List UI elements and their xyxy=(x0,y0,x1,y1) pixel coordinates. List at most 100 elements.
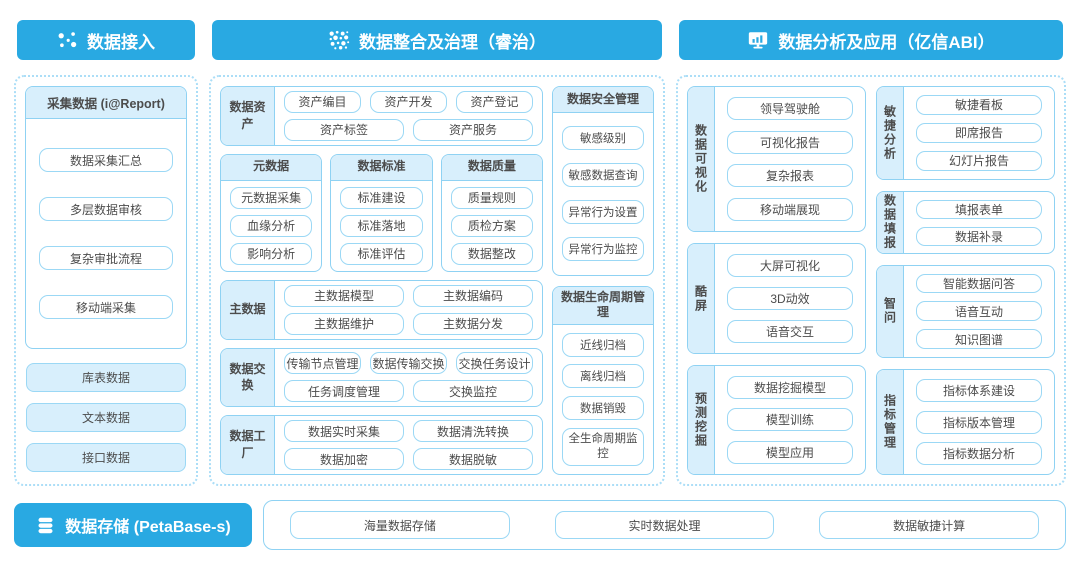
data-asset-group-body: 资产编目 资产开发 资产登记 资产标签 资产服务 xyxy=(275,87,542,145)
cool-screen-group: 酷屏 大屏可视化 3D动效 语音交互 xyxy=(687,243,866,354)
feature-button: 交换任务设计 xyxy=(456,352,533,375)
feature-button: 大屏可视化 xyxy=(727,254,853,278)
data-analysis-panel: 数据可视化 领导驾驶舱 可视化报告 复杂报表 移动端展现 酷屏 大屏可视化 3D… xyxy=(676,75,1066,486)
data-asset-group: 数据资产 资产编目 资产开发 资产登记 资产标签 资产服务 xyxy=(220,86,543,146)
dots-cluster-icon xyxy=(328,29,350,51)
feature-button: 敏捷看板 xyxy=(916,95,1042,115)
data-governance-panel: 数据资产 资产编目 资产开发 资产登记 资产标签 资产服务 xyxy=(209,75,665,486)
feature-button: 标准落地 xyxy=(340,214,423,237)
feature-button: 资产开发 xyxy=(370,90,447,113)
data-source-button: 接口数据 xyxy=(26,443,186,472)
predictive-mining-group-label: 预测挖掘 xyxy=(688,365,715,474)
feature-button: 资产标签 xyxy=(284,118,404,141)
master-data-group: 主数据 主数据模型 主数据编码 主数据维护 主数据分发 xyxy=(220,279,543,340)
data-analysis-header-label: 数据分析及应用（亿信ABI） xyxy=(778,32,995,52)
data-quality-group-label: 数据质量 xyxy=(441,154,542,181)
data-exchange-group: 数据交换 传输节点管理 数据传输交换 交换任务设计 任务调度管理 交换监控 xyxy=(220,347,543,408)
feature-button: 数据采集汇总 xyxy=(39,148,173,172)
feature-button: 领导驾驶舱 xyxy=(727,97,853,121)
data-source-button: 文本数据 xyxy=(26,403,186,432)
feature-button: 影响分析 xyxy=(230,242,313,265)
feature-button: 资产服务 xyxy=(413,118,533,141)
data-filling-group-label: 数据填报 xyxy=(877,191,904,253)
feature-button: 指标数据分析 xyxy=(916,442,1042,466)
top-section: 数据接入 采集数据 (i@Report) 数据采集汇总 多层数据审核 复杂审批流… xyxy=(14,20,1066,486)
metadata-group-label: 元数据 xyxy=(221,154,322,181)
feature-button: 智能数据问答 xyxy=(916,273,1042,294)
data-governance-header-label: 数据整合及治理（睿治） xyxy=(359,32,546,52)
feature-button: 可视化报告 xyxy=(727,130,853,154)
data-security-group-label: 数据安全管理 xyxy=(553,87,653,113)
data-lifecycle-group-label: 数据生命周期管理 xyxy=(553,286,653,325)
cool-screen-group-label: 酷屏 xyxy=(688,244,715,353)
data-access-panel: 采集数据 (i@Report) 数据采集汇总 多层数据审核 复杂审批流程 移动端… xyxy=(14,75,198,486)
network-nodes-icon xyxy=(57,30,78,51)
feature-button: 标准建设 xyxy=(340,186,423,209)
feature-button: 指标体系建设 xyxy=(916,378,1042,402)
feature-button: 指标版本管理 xyxy=(916,410,1042,434)
master-data-group-label: 主数据 xyxy=(221,280,275,339)
feature-button: 数据销毁 xyxy=(562,396,644,421)
feature-button: 质检方案 xyxy=(450,214,533,237)
data-standard-group-label: 数据标准 xyxy=(331,154,432,181)
feature-button: 质量规则 xyxy=(450,186,533,209)
data-access-column: 数据接入 采集数据 (i@Report) 数据采集汇总 多层数据审核 复杂审批流… xyxy=(14,20,198,486)
analysis-left-subcolumn: 数据可视化 领导驾驶舱 可视化报告 复杂报表 移动端展现 酷屏 大屏可视化 3D… xyxy=(687,86,866,475)
visualization-group: 数据可视化 领导驾驶舱 可视化报告 复杂报表 移动端展现 xyxy=(687,86,866,233)
ireport-group: 采集数据 (i@Report) 数据采集汇总 多层数据审核 复杂审批流程 移动端… xyxy=(25,86,187,349)
data-lifecycle-group: 数据生命周期管理 近线归档 离线归档 数据销毁 全生命周期监控 xyxy=(552,285,654,475)
feature-button: 数据清洗转换 xyxy=(413,420,533,443)
data-asset-group-label: 数据资产 xyxy=(221,87,275,145)
feature-button: 主数据分发 xyxy=(413,312,533,335)
feature-button: 复杂审批流程 xyxy=(39,246,173,270)
feature-button: 近线归档 xyxy=(562,332,644,357)
feature-button: 交换监控 xyxy=(413,380,533,403)
ireport-group-title: 采集数据 (i@Report) xyxy=(26,87,186,119)
feature-button: 元数据采集 xyxy=(230,186,313,209)
monitor-chart-icon xyxy=(747,29,769,51)
data-source-button: 库表数据 xyxy=(26,363,186,392)
data-source-list: 库表数据 文本数据 接口数据 xyxy=(25,363,187,475)
analysis-right-subcolumn: 敏捷分析 敏捷看板 即席报告 幻灯片报告 数据填报 填报表单 数据补录 xyxy=(876,86,1055,475)
feature-button: 即席报告 xyxy=(916,122,1042,143)
metadata-group: 元数据 元数据采集 血缘分析 影响分析 xyxy=(220,153,323,272)
governance-main-area: 数据资产 资产编目 资产开发 资产登记 资产标签 资产服务 xyxy=(220,86,543,475)
feature-button: 数据补录 xyxy=(916,226,1042,246)
feature-button: 数据挖掘模型 xyxy=(727,375,853,399)
agile-analysis-group: 敏捷分析 敏捷看板 即席报告 幻灯片报告 xyxy=(876,86,1055,180)
feature-button: 数据实时采集 xyxy=(284,420,404,443)
feature-button: 语音互动 xyxy=(916,301,1042,322)
feature-button: 填报表单 xyxy=(916,199,1042,219)
feature-button: 知识图谱 xyxy=(916,329,1042,350)
feature-button: 移动端展现 xyxy=(727,197,853,221)
data-exchange-group-label: 数据交换 xyxy=(221,348,275,407)
feature-button: 数据传输交换 xyxy=(370,352,447,375)
data-analysis-column: 数据分析及应用（亿信ABI） 数据可视化 领导驾驶舱 可视化报告 复杂报表 移动… xyxy=(676,20,1066,486)
feature-button: 模型训练 xyxy=(727,408,853,432)
data-factory-group-label: 数据工厂 xyxy=(221,416,275,474)
data-governance-header: 数据整合及治理（睿治） xyxy=(212,20,662,60)
feature-button: 幻灯片报告 xyxy=(916,150,1042,171)
feature-button: 资产登记 xyxy=(456,90,533,113)
data-security-group: 数据安全管理 敏感级别 敏感数据查询 异常行为设置 异常行为监控 xyxy=(552,86,654,276)
smart-qa-group-label: 智问 xyxy=(877,265,904,358)
feature-button: 主数据维护 xyxy=(284,312,404,335)
indicator-management-group-label: 指标管理 xyxy=(877,370,904,474)
feature-button: 任务调度管理 xyxy=(284,380,404,403)
feature-button: 主数据编码 xyxy=(413,284,533,307)
predictive-mining-group: 预测挖掘 数据挖掘模型 模型训练 模型应用 xyxy=(687,364,866,475)
feature-button: 数据加密 xyxy=(284,448,404,471)
data-storage-header: 数据存储 (PetaBase-s) xyxy=(14,503,252,547)
feature-button: 异常行为设置 xyxy=(562,200,644,225)
feature-button: 复杂报表 xyxy=(727,164,853,188)
storage-feature-button: 实时数据处理 xyxy=(554,511,775,539)
storage-feature-button: 数据敏捷计算 xyxy=(819,511,1040,539)
database-icon xyxy=(35,515,56,536)
data-storage-panel: 海量数据存储 实时数据处理 数据敏捷计算 xyxy=(263,500,1066,550)
feature-button: 敏感级别 xyxy=(562,126,644,151)
feature-button: 离线归档 xyxy=(562,364,644,389)
data-standard-group: 数据标准 标准建设 标准落地 标准评估 xyxy=(330,153,433,272)
feature-button: 异常行为监控 xyxy=(562,237,644,262)
data-factory-group: 数据工厂 数据实时采集 数据清洗转换 数据加密 数据脱敏 xyxy=(220,415,543,475)
